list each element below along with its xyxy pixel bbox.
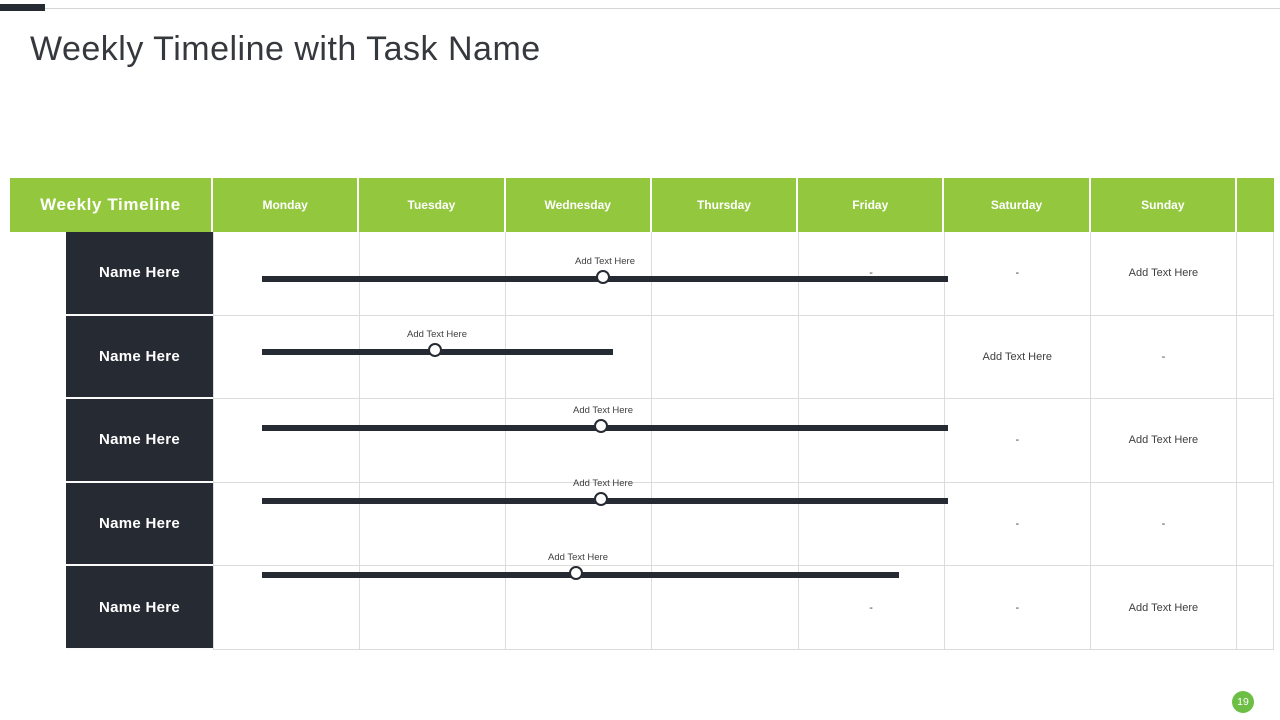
task-name-cell: Name Here <box>66 399 213 483</box>
day-cell <box>652 482 799 567</box>
day-cell <box>652 566 799 650</box>
weekly-timeline-header-cell: Weekly Timeline <box>10 178 213 232</box>
day-cell <box>798 482 945 567</box>
timeline-marker-icon <box>596 270 610 284</box>
day-header-sunday: Sunday <box>1090 178 1237 232</box>
day-cell: - <box>798 232 945 316</box>
day-cell <box>506 566 653 650</box>
day-header-friday: Friday <box>798 178 945 232</box>
day-cell <box>213 315 361 400</box>
day-cell: - <box>1090 315 1237 400</box>
day-cell: - <box>944 482 1091 567</box>
table-row: Name Here -- <box>66 482 1274 567</box>
top-accent-bar <box>0 4 45 11</box>
table-row: Name Here-Add Text Here <box>66 399 1274 483</box>
day-cell <box>506 482 653 567</box>
day-cell <box>360 482 507 567</box>
day-cell <box>213 566 361 650</box>
day-cell: - <box>1090 482 1237 567</box>
day-header-monday: Monday <box>213 178 360 232</box>
page-number-badge: 19 <box>1232 691 1254 713</box>
timeline-marker-icon <box>428 343 442 357</box>
day-cell <box>798 315 945 400</box>
day-cell <box>213 232 361 316</box>
day-cell: - <box>944 232 1091 316</box>
day-cell <box>360 566 507 650</box>
day-cell: - <box>798 566 945 650</box>
day-cell <box>506 315 653 400</box>
day-header-thursday: Thursday <box>651 178 799 232</box>
trailing-cell <box>1236 399 1274 483</box>
timeline-bar-label: Add Text Here <box>406 329 468 340</box>
day-header-wednesday: Wednesday <box>505 178 652 232</box>
task-name-cell: Name Here <box>66 566 213 650</box>
trailing-cell <box>1236 482 1274 567</box>
timeline-marker-icon <box>569 566 583 580</box>
day-cell: - <box>944 566 1091 650</box>
trailing-cell <box>1236 232 1274 316</box>
trailing-cell <box>1236 315 1274 400</box>
table-row: Name Here--Add Text Here <box>66 232 1274 316</box>
day-cell: Add Text Here <box>944 315 1091 400</box>
task-name-cell: Name Here <box>66 482 213 567</box>
day-cell <box>506 399 653 483</box>
day-cell <box>360 315 507 400</box>
day-cell <box>506 232 653 316</box>
day-cell <box>652 315 799 400</box>
timeline-bar-label: Add Text Here <box>572 405 634 416</box>
task-name-cell: Name Here <box>66 232 213 316</box>
day-cell <box>652 232 799 316</box>
timeline-marker-icon <box>594 419 608 433</box>
trailing-cell <box>1236 566 1274 650</box>
day-cell <box>213 482 361 567</box>
day-cell: - <box>944 399 1091 483</box>
day-cell <box>798 399 945 483</box>
timeline-marker-icon <box>594 492 608 506</box>
timeline-bar-label: Add Text Here <box>574 256 636 267</box>
day-cell <box>213 399 361 483</box>
task-name-cell: Name Here <box>66 315 213 400</box>
table-row: Name Here--Add Text Here <box>66 566 1274 650</box>
slide-title: Weekly Timeline with Task Name <box>30 30 541 68</box>
day-cell: Add Text Here <box>1090 232 1237 316</box>
day-cell: Add Text Here <box>1090 399 1237 483</box>
day-cell <box>360 399 507 483</box>
day-cell <box>360 232 507 316</box>
timeline-bar-label: Add Text Here <box>572 478 634 489</box>
top-divider-line <box>0 8 1280 9</box>
day-cell <box>652 399 799 483</box>
header-trailing-cell <box>1236 178 1274 232</box>
day-cell: Add Text Here <box>1090 566 1237 650</box>
timeline-bar-label: Add Text Here <box>547 552 609 563</box>
day-header-saturday: Saturday <box>944 178 1091 232</box>
day-header-tuesday: Tuesday <box>359 178 506 232</box>
